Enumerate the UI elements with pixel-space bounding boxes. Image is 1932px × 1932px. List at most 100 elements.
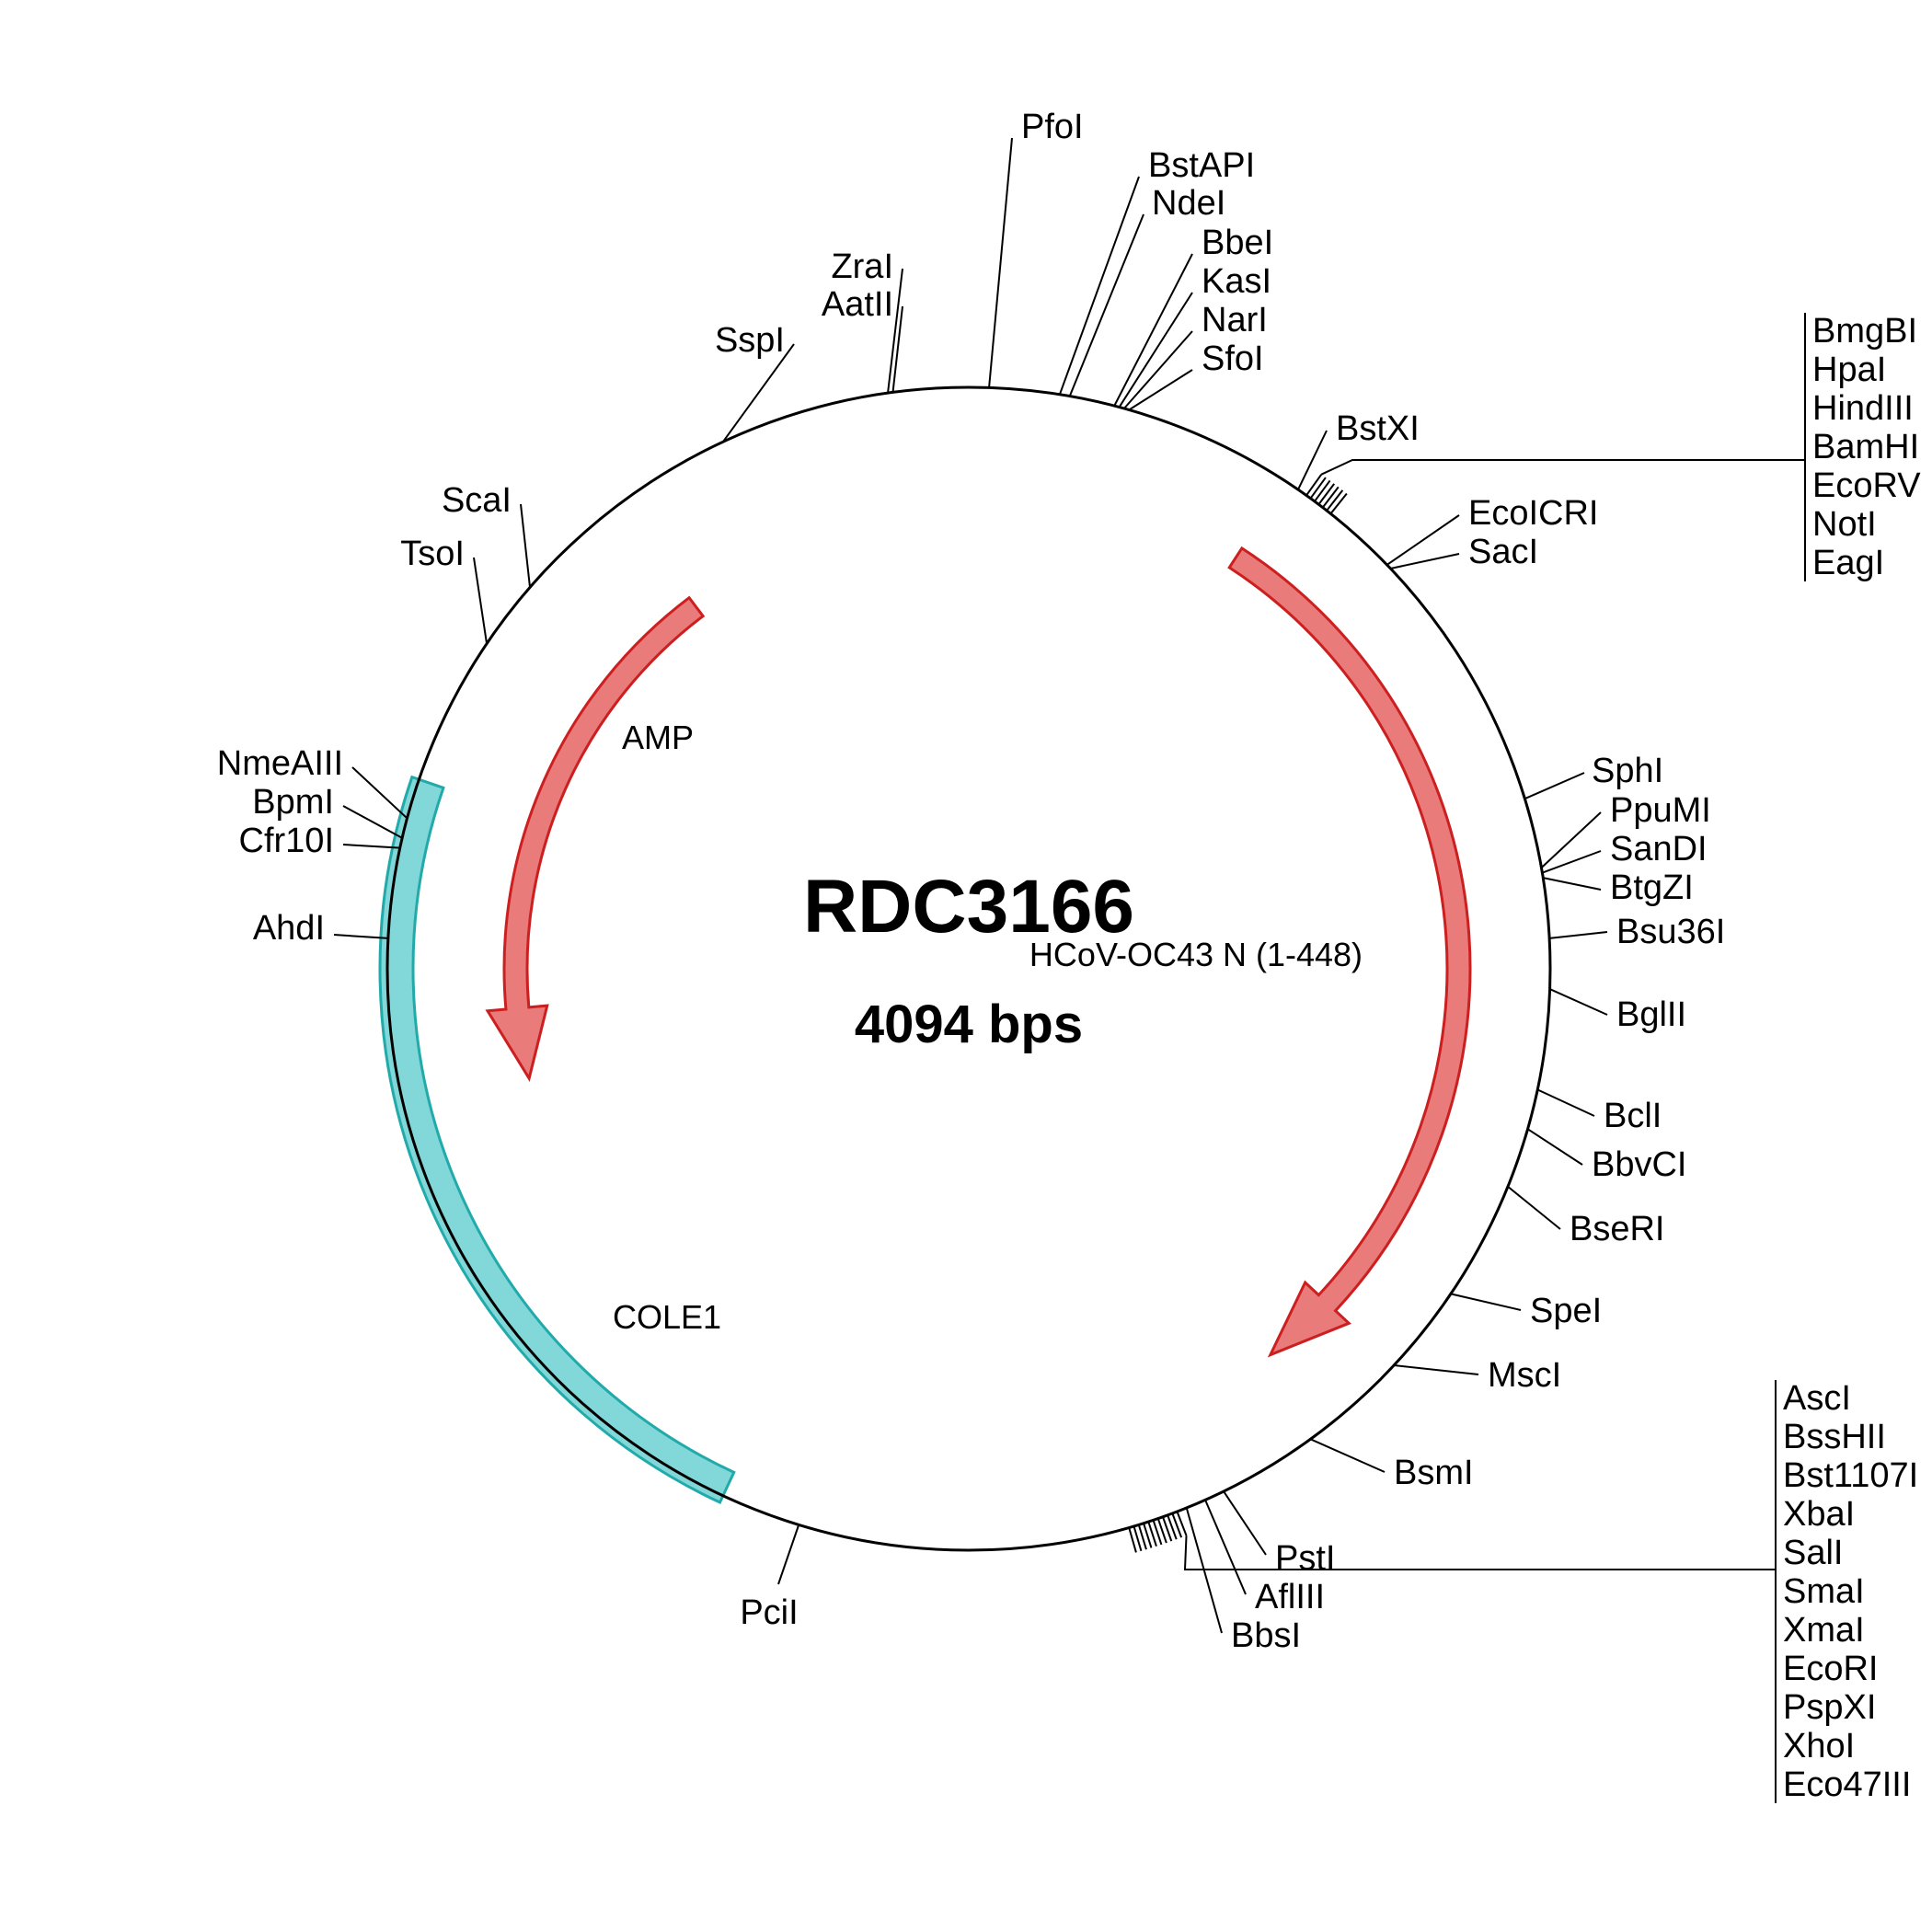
site-leader-bbei — [1113, 253, 1193, 407]
site-tick-eagi — [1329, 492, 1348, 515]
site-leader-ahdi — [333, 934, 388, 939]
site-label-bpmi: BpmI — [252, 783, 334, 822]
site-label-nmeaiii: NmeAIII — [217, 744, 343, 783]
site-label-cfr10i: Cfr10I — [239, 822, 334, 860]
site-label-tsoi: TsoI — [400, 535, 465, 573]
plasmid-backbone — [385, 385, 1552, 1552]
feature-label-amp: AMP — [622, 719, 694, 756]
site-label-bcli: BclI — [1604, 1097, 1662, 1135]
site-label-xhoi: XhoI — [1783, 1727, 1855, 1765]
site-tick-hindiii — [1314, 479, 1331, 502]
site-label-zrai: ZraI — [831, 247, 893, 286]
site-tick-asci — [1176, 1511, 1188, 1536]
plasmid-name: RDC3166 — [803, 865, 1134, 949]
site-leader-msci — [1394, 1364, 1479, 1375]
site-label-ecoicri: EcoICRI — [1468, 494, 1598, 533]
site-label-msci: MscI — [1488, 1356, 1561, 1395]
feature-hcov-oc43-n-1-448 — [1227, 546, 1472, 1358]
site-tick-sali — [1156, 1518, 1167, 1544]
site-tick-bamhi — [1317, 483, 1335, 505]
site-leader-sspi — [722, 343, 795, 443]
site-label-bglii: BglII — [1616, 995, 1686, 1034]
site-label-ecori: EcoRI — [1783, 1650, 1878, 1688]
site-tick-bst1107i — [1167, 1514, 1178, 1540]
site-label-btgzi: BtgZI — [1610, 868, 1694, 907]
site-label-bbei: BbeI — [1202, 224, 1273, 262]
site-label-bst1107i: Bst1107I — [1783, 1456, 1918, 1495]
site-leader-ppumi — [1540, 811, 1602, 868]
site-label-bseri: BseRI — [1570, 1210, 1664, 1248]
site-leader-bcli — [1536, 1088, 1595, 1117]
site-label-saci: SacI — [1468, 533, 1538, 571]
site-label-bsu36i: Bsu36I — [1616, 913, 1725, 951]
site-tick-xmai — [1147, 1521, 1157, 1547]
site-ticks-layer — [1128, 474, 1348, 1553]
feature-cole1 — [378, 775, 736, 1505]
site-leader-tsoi — [473, 557, 489, 644]
site-label-psti: PstI — [1275, 1539, 1335, 1578]
feature-amp — [485, 595, 706, 1082]
site-tick-hpai — [1309, 477, 1327, 500]
feature-labels-layer: AMP HCoV-OC43 N (1-448) COLE1 — [613, 719, 1363, 1336]
site-group-leader-right_bottom — [1183, 1535, 1776, 1570]
site-leader-bglii — [1549, 988, 1608, 1016]
site-leader-pfoi — [988, 137, 1013, 388]
site-label-sali: SalI — [1783, 1534, 1843, 1572]
site-label-eagi: EagI — [1812, 544, 1884, 582]
site-leader-bstapi — [1058, 176, 1140, 396]
site-tick-xbai — [1162, 1516, 1173, 1542]
plasmid-size: 4094 bps — [855, 995, 1083, 1054]
site-label-ahdi: AhdI — [253, 909, 325, 948]
site-label-bbsi: BbsI — [1231, 1616, 1301, 1655]
site-tick-bsshii — [1171, 1512, 1183, 1538]
site-tick-ecorv — [1321, 486, 1340, 509]
site-label-bamhi: BamHI — [1812, 428, 1919, 466]
site-tick-bmgbi — [1305, 474, 1323, 497]
feature-label-hcov-oc43-n-1-448: HCoV-OC43 N (1-448) — [1029, 936, 1363, 973]
site-tick-noti — [1326, 489, 1344, 512]
site-leader-pcii — [777, 1524, 800, 1585]
site-tick-eco47iii — [1128, 1527, 1137, 1553]
site-label-sphi: SphI — [1592, 752, 1663, 790]
site-leader-psti — [1223, 1490, 1267, 1556]
site-label-pspxi: PspXI — [1783, 1688, 1876, 1727]
site-leader-nari — [1123, 330, 1193, 409]
site-leader-bpmi — [342, 805, 403, 839]
site-label-afliii: AflIII — [1255, 1578, 1325, 1616]
site-label-eco47iii: Eco47III — [1783, 1765, 1911, 1804]
site-label-ndei: NdeI — [1152, 184, 1225, 223]
site-leader-bstxi — [1297, 430, 1328, 490]
site-label-bstxi: BstXI — [1336, 409, 1420, 448]
site-label-bsmi: BsmI — [1394, 1454, 1474, 1492]
site-label-spei: SpeI — [1530, 1292, 1602, 1330]
site-tick-xhoi — [1133, 1525, 1143, 1552]
site-label-hindiii: HindIII — [1812, 389, 1914, 428]
site-label-bstapi: BstAPI — [1148, 146, 1255, 185]
site-leader-nmeaiii — [351, 766, 408, 820]
site-leader-kasi — [1118, 292, 1193, 408]
site-leader-bsmi — [1310, 1438, 1386, 1473]
site-leader-cfr10i — [342, 844, 400, 849]
site-label-hpai: HpaI — [1812, 351, 1886, 389]
site-label-noti: NotI — [1812, 505, 1877, 544]
site-label-xmai: XmaI — [1783, 1611, 1865, 1650]
site-leader-bsu36i — [1549, 931, 1608, 939]
site-labels-layer: PfoIBstAPINdeIBbeIKasINarISfoIBstXIBmgBI… — [217, 108, 1921, 1804]
site-label-kasi: KasI — [1202, 262, 1271, 301]
site-label-xbai: XbaI — [1783, 1495, 1855, 1534]
site-label-bbvci: BbvCI — [1592, 1145, 1686, 1184]
site-leader-ndei — [1068, 213, 1144, 397]
site-label-ecorv: EcoRV — [1812, 466, 1921, 505]
site-leader-btgzi — [1543, 877, 1602, 891]
site-label-scai: ScaI — [442, 481, 512, 520]
site-label-aatii: AatII — [822, 285, 893, 324]
site-label-bmgbi: BmgBI — [1812, 312, 1917, 351]
site-label-sfoi: SfoI — [1202, 339, 1264, 378]
site-leader-afliii — [1204, 1499, 1247, 1595]
site-group-leader-right_top — [1320, 459, 1805, 476]
site-tick-smai — [1152, 1520, 1163, 1546]
site-label-bsshii: BssHII — [1783, 1418, 1886, 1456]
feature-label-cole1: COLE1 — [613, 1298, 721, 1336]
site-leader-ecoicri — [1386, 514, 1460, 566]
